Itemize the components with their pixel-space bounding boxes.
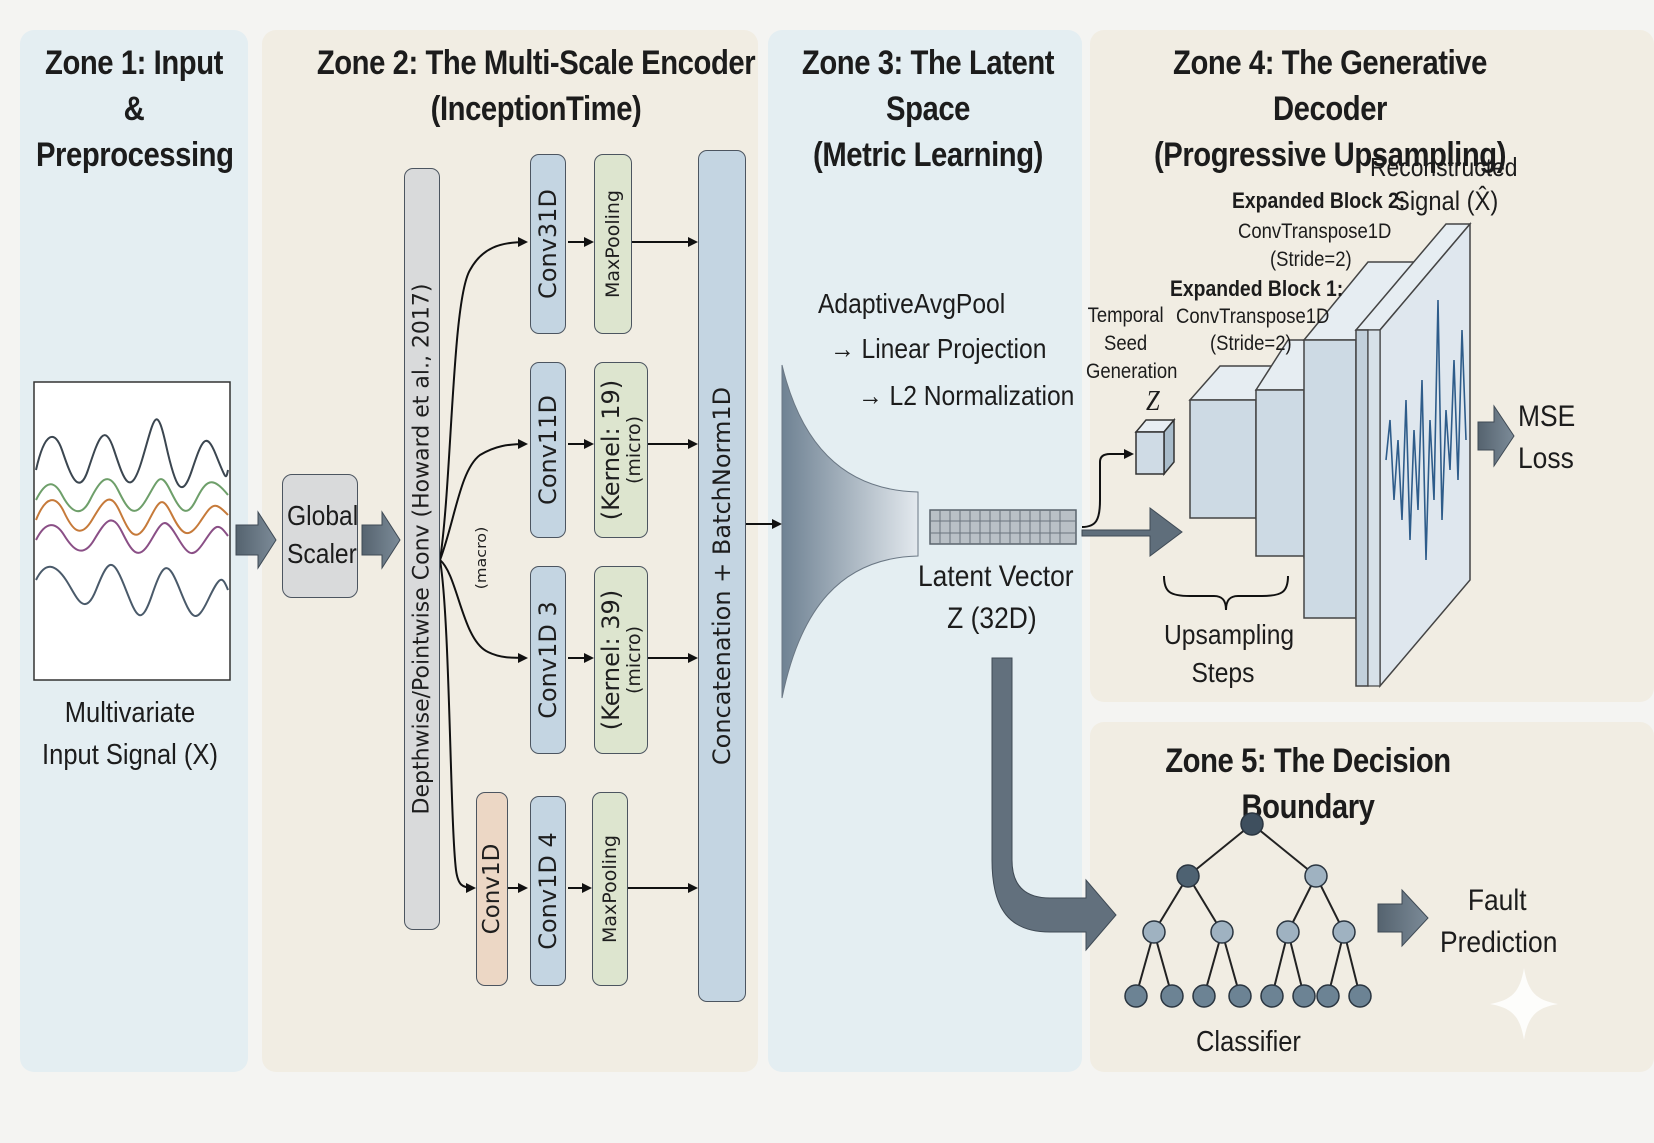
block-2-stride-label: (Stride=2) bbox=[1270, 248, 1352, 271]
expanded-block-1-label: Expanded Block 1: bbox=[1170, 276, 1344, 301]
conv31d-block: Conv31D bbox=[530, 154, 566, 334]
tree-leaf bbox=[1124, 984, 1148, 1008]
signal-line-2 bbox=[35, 478, 229, 513]
kernel-39-sublabel: (micro) bbox=[623, 625, 645, 695]
branch-line-2 bbox=[439, 439, 528, 561]
sparkle-watermark-icon bbox=[1490, 968, 1558, 1040]
linear-projection-label: → Linear Projection bbox=[830, 333, 1047, 364]
global-scaler-label-l2: Scaler bbox=[287, 538, 357, 569]
mse-loss-label: MSE Loss bbox=[1518, 400, 1576, 475]
tree-leaf bbox=[1160, 984, 1184, 1008]
global-scaler-box: Global Scaler bbox=[282, 474, 358, 598]
tree-node bbox=[1210, 920, 1234, 944]
block-1-op-label: ConvTranspose1D bbox=[1176, 305, 1330, 328]
zone-4-title: Zone 4: The Generative Decoder(Progressi… bbox=[1153, 44, 1507, 174]
maxpooling-block-1: MaxPooling bbox=[594, 154, 632, 334]
signal-line-5 bbox=[35, 563, 229, 617]
input-signal-label: Multivariate Input Signal (X) bbox=[42, 697, 218, 771]
l2-normalization-label: → L2 Normalization bbox=[858, 380, 1075, 411]
tree-node bbox=[1332, 920, 1356, 944]
arrow-to-fault-prediction bbox=[1377, 888, 1429, 948]
zone-1-title: Zone 1: Input &Preprocessing bbox=[35, 44, 234, 174]
zone-2-title: Zone 2: The Multi-Scale Encoder(Inceptio… bbox=[316, 44, 756, 128]
kernel-19-block: (Kernel: 19) (micro) bbox=[594, 362, 648, 538]
reconstructed-label: Reconstructed bbox=[1370, 152, 1518, 182]
signal-line-4 bbox=[35, 519, 229, 554]
classifier-tree-nodes bbox=[1124, 812, 1372, 1008]
macro-label: (macro) bbox=[472, 526, 490, 590]
signal-line-3 bbox=[35, 498, 229, 536]
conv1d-block: Conv1D bbox=[476, 792, 508, 986]
kernel-39-block: (Kernel: 39) (micro) bbox=[594, 566, 648, 754]
tree-leaf bbox=[1348, 984, 1372, 1008]
arrow-input-to-scaler bbox=[235, 510, 277, 570]
zone-3-title: Zone 3: The Latent Space(Metric Learning… bbox=[801, 44, 1055, 174]
input-signal-plot bbox=[33, 381, 231, 681]
upsampling-brace bbox=[1163, 575, 1289, 611]
tree-node bbox=[1276, 920, 1300, 944]
concatenation-batchnorm-block: Concatenation + BatchNorm1D bbox=[698, 150, 746, 1002]
tree-leaf bbox=[1192, 984, 1216, 1008]
global-scaler-label-l1: Global bbox=[287, 500, 359, 531]
seed-z-label: Z bbox=[1146, 386, 1160, 417]
reconstructed-waveform bbox=[1385, 299, 1467, 561]
zone-5-panel bbox=[1090, 722, 1654, 1072]
tree-root-node bbox=[1240, 812, 1264, 836]
depthwise-pointwise-conv-label: Depthwise/Pointwise Conv (Howard et al.,… bbox=[409, 283, 435, 815]
arrow-latent-to-seed bbox=[1081, 449, 1134, 528]
maxpooling-block-2: MaxPooling bbox=[592, 792, 628, 986]
block-2-op-label: ConvTranspose1D bbox=[1238, 220, 1392, 243]
branch-line-4 bbox=[439, 559, 476, 893]
arrow-latent-to-decoder bbox=[1081, 507, 1183, 557]
expanded-block-2-label: Expanded Block 2: bbox=[1232, 188, 1406, 213]
conv11d-block: Conv11D bbox=[530, 362, 566, 538]
kernel-39-label: (Kernel: 39) bbox=[597, 589, 625, 731]
latent-vector-label: Latent Vector Z (32D) bbox=[918, 560, 1074, 635]
fault-prediction-label: Fault Prediction bbox=[1440, 884, 1558, 959]
arrow-latent-to-classifier bbox=[991, 657, 1117, 952]
kernel-19-label: (Kernel: 19) bbox=[597, 379, 625, 521]
block-1-stride-label: (Stride=2) bbox=[1210, 332, 1292, 355]
seed-cube bbox=[1134, 417, 1176, 477]
tree-node bbox=[1142, 920, 1166, 944]
branch-line-1 bbox=[439, 237, 528, 561]
depthwise-pointwise-conv-box: Depthwise/Pointwise Conv (Howard et al.,… bbox=[404, 168, 440, 930]
tree-leaf bbox=[1292, 984, 1316, 1008]
temporal-seed-label: Temporal Seed Generation bbox=[1086, 304, 1178, 383]
zone-5-title: Zone 5: The Decision Boundary bbox=[1165, 742, 1451, 826]
branch-line-3 bbox=[439, 559, 528, 663]
adaptive-avg-pool-label: AdaptiveAvgPool bbox=[818, 288, 1006, 319]
conv1d-3-block: Conv1D 3 bbox=[530, 566, 566, 754]
tree-leaf bbox=[1228, 984, 1252, 1008]
latent-vector-grid bbox=[929, 509, 1077, 545]
tree-node bbox=[1304, 864, 1328, 888]
classifier-tree bbox=[1135, 823, 1361, 997]
upsampling-steps-label: Upsampling Steps bbox=[1164, 619, 1295, 688]
conv1d-4-block: Conv1D 4 bbox=[530, 796, 566, 986]
arrow-to-mse-loss bbox=[1477, 404, 1515, 468]
signal-line-1 bbox=[35, 418, 229, 489]
kernel-19-sublabel: (micro) bbox=[623, 415, 645, 485]
reconstructed-signal-block bbox=[1354, 221, 1472, 689]
reconstructed-signal-label: Signal (X̂) bbox=[1394, 186, 1499, 216]
classifier-label: Classifier bbox=[1196, 1026, 1301, 1058]
latent-funnel bbox=[781, 364, 919, 699]
tree-leaf bbox=[1316, 984, 1340, 1008]
arrow-scaler-to-encoder bbox=[361, 510, 401, 570]
tree-leaf bbox=[1260, 984, 1284, 1008]
tree-node bbox=[1176, 864, 1200, 888]
